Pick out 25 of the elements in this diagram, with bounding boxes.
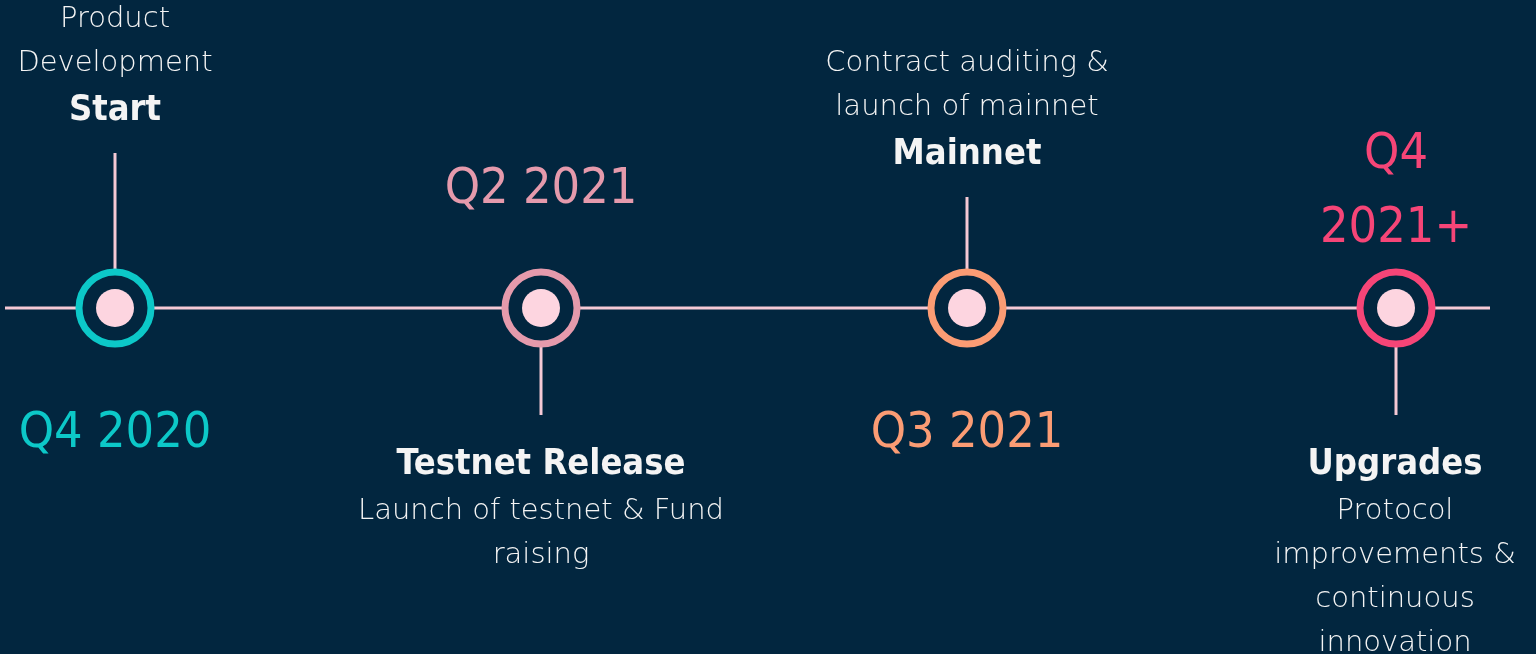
milestone-marker bbox=[925, 266, 1009, 350]
milestone-title: Mainnet bbox=[892, 130, 1042, 174]
milestone-description: Launch of testnet & Fund raising bbox=[357, 491, 725, 572]
milestone-marker bbox=[1354, 266, 1438, 350]
timeline-line bbox=[5, 306, 76, 310]
milestone-marker bbox=[499, 266, 583, 350]
leader-line bbox=[1394, 347, 1398, 415]
date-label: Q3 2021 bbox=[869, 400, 1065, 461]
milestone-title: Start bbox=[68, 86, 162, 130]
milestone-description: Product Development bbox=[16, 0, 214, 80]
leader-line bbox=[965, 197, 969, 269]
milestone-title: Upgrades bbox=[1307, 440, 1483, 484]
milestone-description: Protocol improvements & continuous innovation bbox=[1273, 491, 1517, 654]
date-label: Q4 2021+ bbox=[1318, 121, 1474, 256]
date-label: Q2 2021 bbox=[443, 156, 639, 217]
leader-line bbox=[113, 153, 117, 269]
timeline-line bbox=[154, 306, 502, 310]
milestone-title: Testnet Release bbox=[396, 440, 686, 484]
timeline-line bbox=[1435, 306, 1490, 310]
timeline-line bbox=[1006, 306, 1357, 310]
date-label: Q4 2020 bbox=[17, 400, 213, 461]
milestone-description: Contract auditing & launch of mainnet bbox=[824, 43, 1110, 124]
milestone-marker bbox=[73, 266, 157, 350]
timeline-line bbox=[580, 306, 928, 310]
leader-line bbox=[539, 347, 543, 415]
